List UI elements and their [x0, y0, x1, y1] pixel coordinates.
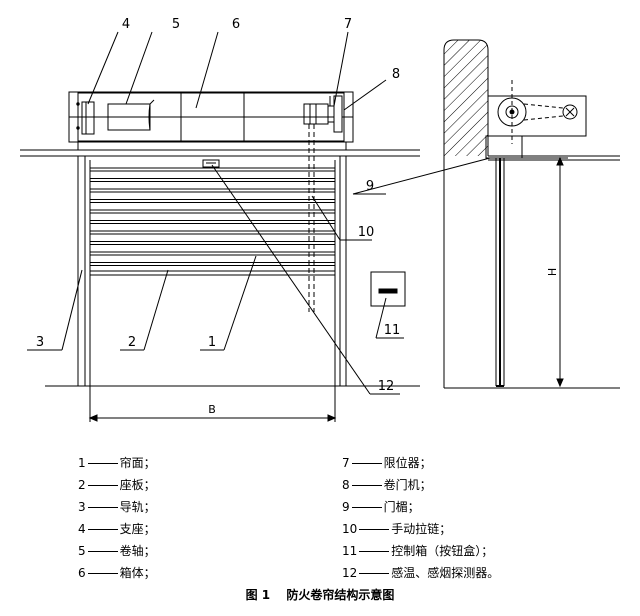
legend-number: 10 [342, 522, 358, 536]
callout-2: 2 [128, 335, 136, 350]
legend-number: 2 [78, 478, 86, 492]
callout-7: 7 [344, 17, 352, 32]
legend-dash [87, 550, 118, 552]
callout-11: 11 [384, 323, 401, 338]
side-view [443, 39, 620, 389]
width-dimension [88, 386, 337, 422]
legend-item: 12 感温、感烟探测器。 [342, 562, 499, 584]
fire-shutter-diagram: 4 5 6 7 8 3 2 1 10 11 12 9 B [20, 17, 620, 422]
roller-shaft [94, 99, 155, 131]
callout-10: 10 [358, 225, 375, 240]
smoke-detector [202, 159, 220, 168]
legend-item: 4 支座； [78, 518, 156, 540]
legend-label: 卷轴； [119, 544, 156, 558]
legend-dash [351, 462, 382, 464]
legend-dash [87, 462, 118, 464]
legend-number: 8 [342, 478, 350, 492]
curtain-slats [90, 167, 335, 266]
legend-dash [351, 506, 382, 508]
curtain-section [495, 158, 505, 387]
legend-label: 感温、感烟探测器。 [391, 566, 500, 580]
height-dimension [504, 156, 568, 388]
legend-label: 限位器； [383, 456, 432, 470]
legend-dash [87, 572, 118, 574]
callout-5: 5 [172, 17, 180, 32]
control-box [370, 271, 406, 307]
legend-item: 11 控制箱（按钮盒）； [342, 540, 499, 562]
legend-dash [359, 528, 390, 530]
dimension-h-label: H [546, 268, 559, 276]
callout-12: 12 [378, 379, 395, 394]
support-bracket [76, 101, 95, 135]
door-lintel [485, 135, 620, 161]
legend-label: 卷门机； [383, 478, 432, 492]
housing-box [68, 91, 354, 143]
figure-caption: 图 1 防火卷帘结构示意图 [0, 586, 640, 603]
legend-number: 6 [78, 566, 86, 580]
legend-dash [87, 528, 118, 530]
side-bracket [487, 80, 587, 144]
figure-title: 防火卷帘结构示意图 [286, 588, 395, 602]
legend-number: 11 [342, 544, 358, 558]
callout-9: 9 [366, 179, 374, 194]
callout-labels: 4 5 6 7 8 3 2 1 10 11 12 9 B [36, 17, 400, 416]
legend-label: 手动拉链； [391, 522, 452, 536]
legend-number: 9 [342, 500, 350, 514]
wall-section [443, 39, 620, 389]
door-motor [303, 95, 343, 133]
lintel-lines [20, 142, 420, 157]
front-view [20, 91, 420, 422]
legend-number: 1 [78, 456, 86, 470]
legend-label: 座板； [119, 478, 156, 492]
legend-item: 2 座板； [78, 474, 156, 496]
legend-item: 8 卷门机； [342, 474, 499, 496]
legend-item: 3 导轨； [78, 496, 156, 518]
legend-item: 1 帘面； [78, 452, 156, 474]
legend-dash [359, 572, 390, 574]
legend-label: 箱体； [119, 566, 156, 580]
legend-number: 4 [78, 522, 86, 536]
legend-dash [87, 484, 118, 486]
legend-item: 7 限位器； [342, 452, 499, 474]
guide-rails [77, 156, 347, 386]
legend-label: 支座； [119, 522, 156, 536]
legend-item: 6 箱体； [78, 562, 156, 584]
legend-dash [359, 550, 390, 552]
legend-item: 10 手动拉链； [342, 518, 499, 540]
dimension-b-label: B [208, 403, 216, 416]
callout-4: 4 [122, 17, 130, 32]
callout-3: 3 [36, 335, 44, 350]
legend-number: 3 [78, 500, 86, 514]
manual-chain [308, 124, 315, 312]
callout-6: 6 [232, 17, 240, 32]
legend-number: 7 [342, 456, 350, 470]
callout-1: 1 [208, 335, 216, 350]
legend-dash [87, 506, 118, 508]
figure-number: 图 1 [245, 588, 271, 602]
callout-8: 8 [392, 67, 400, 82]
legend-item: 5 卷轴； [78, 540, 156, 562]
legend-left: 1 帘面； 2 座板； 3 导轨； 4 支座； 5 卷轴； 6 箱体； [78, 452, 156, 584]
legend-number: 12 [342, 566, 358, 580]
legend-dash [351, 484, 382, 486]
legend-item: 9 门楣； [342, 496, 499, 518]
legend-label: 控制箱（按钮盒）； [391, 544, 494, 558]
legend-label: 门楣； [383, 500, 420, 514]
legend-label: 导轨； [119, 500, 156, 514]
legend-number: 5 [78, 544, 86, 558]
legend-label: 帘面； [119, 456, 156, 470]
bottom-plate [90, 270, 335, 276]
leader-lines [27, 31, 491, 395]
legend-right: 7 限位器； 8 卷门机； 9 门楣； 10 手动拉链； 11 控制箱（按钮盒）； 12 感… [342, 452, 499, 584]
